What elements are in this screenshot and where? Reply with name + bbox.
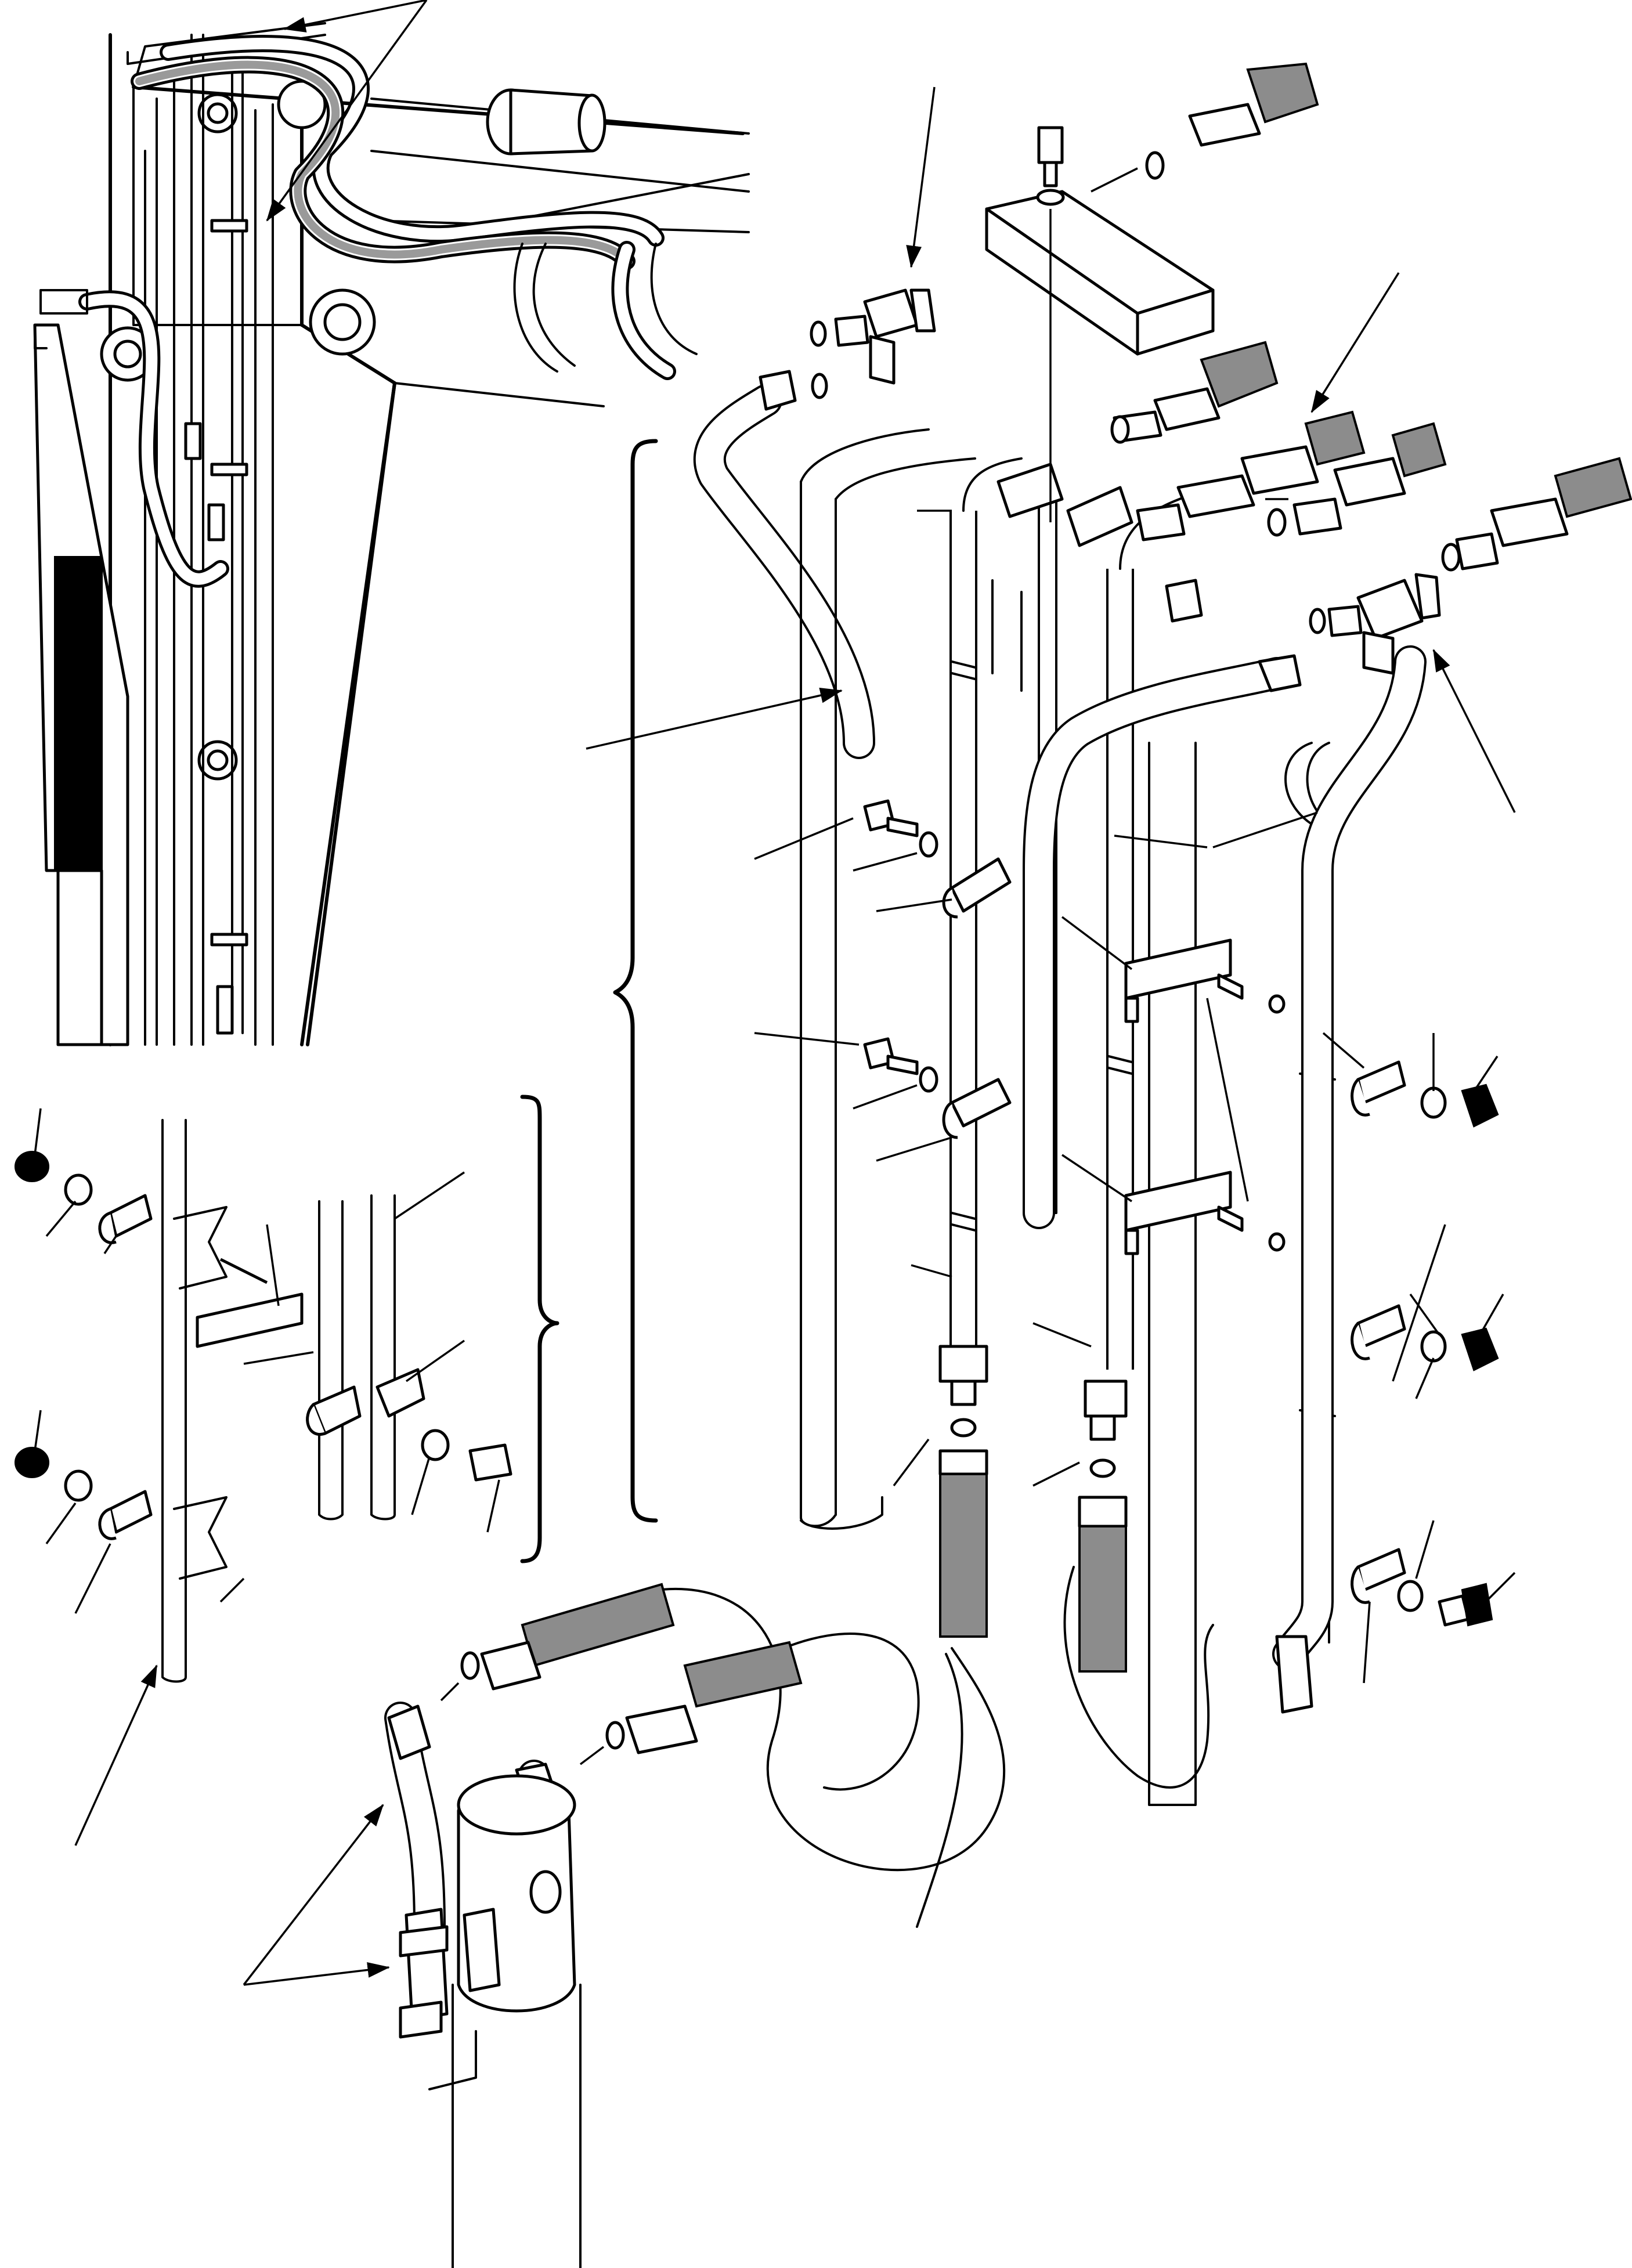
group-brace [586,439,843,1523]
clamp-detail-view [15,1095,559,1846]
cylinder-hose-view [243,1583,1005,2268]
hose-fittings-cluster [1091,62,1632,572]
pipe-exploded-view [694,62,1632,1928]
boom-assembly-view [33,0,750,1046]
callout-arrows [906,86,1516,813]
